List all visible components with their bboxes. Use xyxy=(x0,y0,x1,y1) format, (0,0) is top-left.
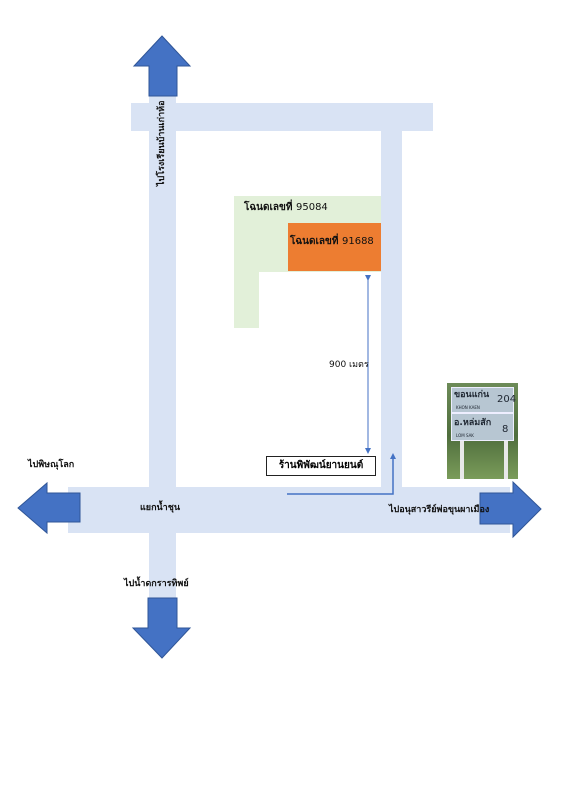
plot-91688-number: 91688 xyxy=(341,236,374,247)
plot-95084-extension[interactable] xyxy=(234,272,259,328)
distance-label: 900 เมตร xyxy=(329,360,369,370)
road-sign-photo: ขอนแก่น 204 KHON KAEN อ.หล่มสัก 8 LOM SA… xyxy=(447,383,518,479)
east-arrow-icon xyxy=(479,480,542,539)
plot-95084-label: โฉนดเลขที่ 95084 xyxy=(244,203,328,213)
sign-line1-english: KHON KAEN xyxy=(456,405,480,410)
plot-91688-label: โฉนดเลขที่ 91688 xyxy=(290,237,374,247)
sign-line2-km: 8 xyxy=(502,424,509,435)
sign-line1-thai: ขอนแก่น xyxy=(454,390,490,400)
route-line xyxy=(287,453,396,495)
top-cross-road xyxy=(131,103,433,131)
sign-post-right xyxy=(504,441,508,479)
plot-95084-number: 95084 xyxy=(295,202,328,213)
west-arrow-icon xyxy=(17,481,81,535)
sign-panel-bottom: อ.หล่มสัก 8 LOM SAK xyxy=(451,413,514,441)
sign-post-left xyxy=(460,441,464,479)
south-direction-label: ไปน้ำดกรารทิพย์ xyxy=(124,579,189,589)
junction-label: แยกน้ำชุน xyxy=(140,503,180,513)
east-side-road xyxy=(381,131,402,487)
west-direction-label: ไปพิษณุโลก xyxy=(28,460,75,470)
south-arrow-icon xyxy=(131,597,192,659)
north-arrow-icon xyxy=(132,35,192,97)
east-direction-label: ไปอนุสาวรีย์พ่อขุนผาเมือง xyxy=(389,505,490,515)
plot-91688[interactable] xyxy=(288,223,381,271)
sign-line2-thai: อ.หล่มสัก xyxy=(454,418,492,428)
landmark-shop-label: ร้านพิพัฒน์ยานยนต์ xyxy=(266,456,376,476)
plot-95084-label-text: โฉนดเลขที่ xyxy=(244,202,293,213)
sign-line1-km: 204 xyxy=(497,394,517,405)
plot-91688-label-text: โฉนดเลขที่ xyxy=(290,236,339,247)
sign-line2-english: LOM SAK xyxy=(456,433,474,438)
sign-panel-top: ขอนแก่น 204 KHON KAEN xyxy=(451,387,517,413)
north-direction-label: ไปโรงเรียนบ้านเก่าห้อ xyxy=(157,100,167,186)
